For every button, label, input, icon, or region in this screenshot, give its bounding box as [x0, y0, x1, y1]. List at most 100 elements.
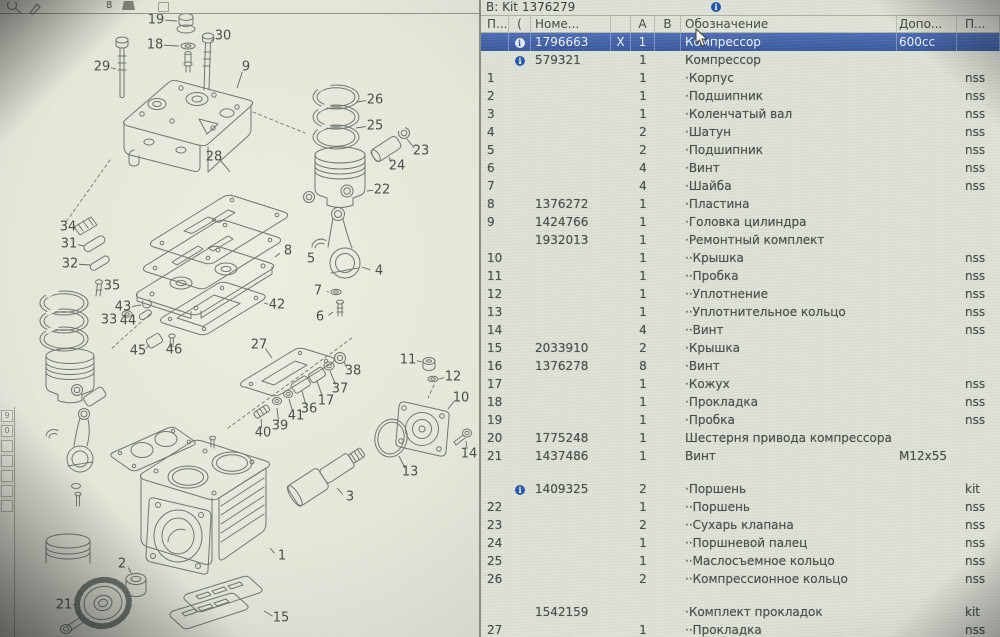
cell-a: 1	[639, 623, 647, 637]
diagram-callout: 18	[147, 38, 164, 53]
cell-p: nss	[965, 251, 986, 265]
callout-leader	[127, 567, 132, 574]
table-row-spacer	[481, 465, 1000, 480]
callout-leader	[438, 377, 445, 380]
cell-a: 4	[639, 161, 647, 175]
cell-des: ··Уплотнение	[685, 287, 769, 301]
diagram-callout: 38	[345, 364, 362, 379]
cell-p: kit	[965, 482, 980, 496]
cell-pos: 18	[487, 395, 503, 409]
cell-a: 2	[639, 341, 647, 355]
cell-a: 1	[639, 413, 647, 427]
cell-pos: 1	[487, 71, 495, 85]
cell-pos: 19	[487, 413, 503, 427]
cell-des: ··Сухарь клапана	[685, 518, 794, 532]
diagram-callout: 43	[115, 300, 132, 315]
info-icon[interactable]: i	[515, 485, 525, 495]
info-icon[interactable]: i	[514, 38, 525, 48]
callout-leader	[145, 344, 150, 349]
cell-num: 579321	[535, 53, 581, 67]
cell-des: ·Коленчатый вал	[685, 107, 793, 121]
diagram-callout: 9	[242, 60, 250, 75]
cell-pos: 20	[487, 431, 503, 445]
cell-a: 1	[639, 305, 647, 319]
column-header-extra[interactable]: Допо...	[897, 16, 957, 32]
cell-a: 1	[639, 197, 647, 211]
cell-des: ··Пробка	[685, 269, 739, 283]
callout-leader	[355, 126, 367, 129]
callout-leader	[328, 311, 334, 316]
cell-p: nss	[965, 395, 986, 409]
column-header-x[interactable]	[611, 16, 631, 32]
cell-num: 1542159	[535, 605, 589, 619]
tray-icon[interactable]	[158, 2, 169, 12]
diagram-callout: 12	[445, 370, 462, 385]
toolbar-badge: 8	[106, 0, 113, 11]
callout-leader	[131, 304, 142, 307]
column-header-designation[interactable]: Обозначение	[681, 16, 897, 32]
callout-leader	[361, 266, 371, 271]
diagram-callout: 5	[307, 252, 315, 267]
column-header-icon[interactable]: (	[509, 16, 531, 32]
info-icon[interactable]: i	[515, 56, 525, 66]
cell-p: nss	[965, 143, 986, 157]
cell-des: ·Шайба	[685, 179, 732, 193]
diagram-callout: 36	[301, 402, 318, 417]
cell-pos: 3	[487, 107, 495, 121]
column-header-pos[interactable]: П...	[481, 16, 509, 32]
column-header-number[interactable]: Номе...	[531, 16, 611, 32]
callout-leader	[416, 360, 423, 363]
cell-a: 1	[639, 71, 647, 85]
cell-pos: 6	[487, 161, 495, 175]
cell-p: nss	[965, 125, 986, 139]
cell-a: 4	[639, 323, 647, 337]
diagram-callout: 46	[166, 343, 183, 358]
cell-des: ·Подшипник	[685, 89, 763, 103]
diagram-callout: 25	[367, 119, 384, 134]
info-icon[interactable]: i	[711, 2, 721, 12]
column-header-b[interactable]: B	[655, 16, 681, 32]
cell-des: ·Поршень	[685, 482, 747, 496]
panel-title: B: Kit 1376279	[486, 0, 576, 14]
cell-p: nss	[965, 107, 986, 121]
cell-num: 1775248	[535, 431, 589, 445]
exploded-diagram[interactable]: 1918302992826252324224576343132353344434…	[0, 14, 480, 637]
column-header-a[interactable]: A	[631, 16, 655, 32]
part-thumb-icon[interactable]	[122, 1, 135, 10]
cell-a: 1	[639, 536, 647, 550]
column-header-note[interactable]: П...	[957, 16, 1000, 32]
